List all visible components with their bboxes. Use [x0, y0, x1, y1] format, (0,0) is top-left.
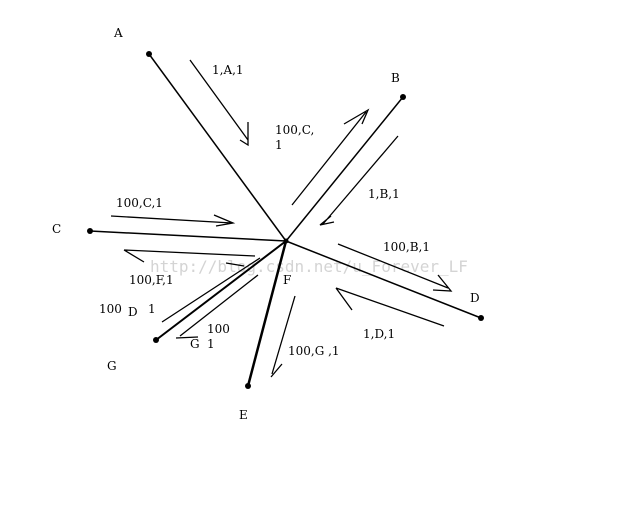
arrow-c-in — [110, 214, 236, 227]
label-g-d-left: 100 — [99, 302, 122, 316]
label-b-out: 100,B,1 — [383, 240, 430, 254]
label-a-in: 1,A,1 — [212, 63, 244, 77]
node-e-label: E — [239, 408, 248, 422]
arrow-g-in — [161, 257, 261, 323]
label-b-in: 1,B,1 — [368, 187, 400, 201]
node-a-label: A — [113, 26, 123, 40]
arrow-b-out-up — [291, 108, 370, 206]
label-c-out-line2: 1 — [275, 138, 283, 152]
node-g-label: G — [107, 359, 117, 373]
arrow-g-out — [175, 274, 259, 339]
node-d-dot — [478, 315, 484, 321]
node-c-dot — [87, 228, 93, 234]
label-g-in-c: 1 — [207, 337, 215, 351]
label-c-in: 100,C,1 — [116, 196, 163, 210]
node-d-label: D — [470, 291, 480, 305]
arrow-a-in — [189, 59, 249, 147]
node-f-dot — [283, 238, 289, 244]
label-f-out: 100,F,1 — [129, 273, 174, 287]
node-g-dot — [153, 337, 159, 343]
label-d-in: 1,D,1 — [363, 327, 395, 341]
node-a-dot — [146, 51, 152, 57]
label-g-d-right: 1 — [148, 302, 156, 316]
label-g-in-a: 100 — [207, 322, 230, 336]
watermark: http://blog.csdn.net/u_Forever_LF — [150, 257, 468, 276]
node-e-dot — [245, 383, 251, 389]
label-g-out: 100,G ,1 — [288, 344, 340, 358]
edge-d-f — [285, 240, 482, 319]
edge-c-f — [89, 230, 287, 242]
label-g-d-mid: D — [128, 305, 138, 319]
edge-g-f — [155, 240, 287, 341]
arrow-c-out — [123, 249, 256, 263]
label-c-out-line1: 100,C, — [275, 123, 314, 137]
edge-b-f — [285, 96, 404, 242]
edge-a-f — [148, 53, 287, 242]
node-b-dot — [400, 94, 406, 100]
node-b-label: B — [391, 71, 400, 85]
arrow-d-out — [337, 243, 453, 292]
arrow-d-in — [335, 287, 445, 327]
arrow-e-out — [270, 295, 296, 378]
node-f-label: F — [283, 273, 291, 287]
node-c-label: C — [52, 222, 61, 236]
edge-e-f — [246, 240, 288, 387]
arrow-b-in — [319, 135, 399, 226]
label-g-in-b: G — [190, 337, 200, 351]
